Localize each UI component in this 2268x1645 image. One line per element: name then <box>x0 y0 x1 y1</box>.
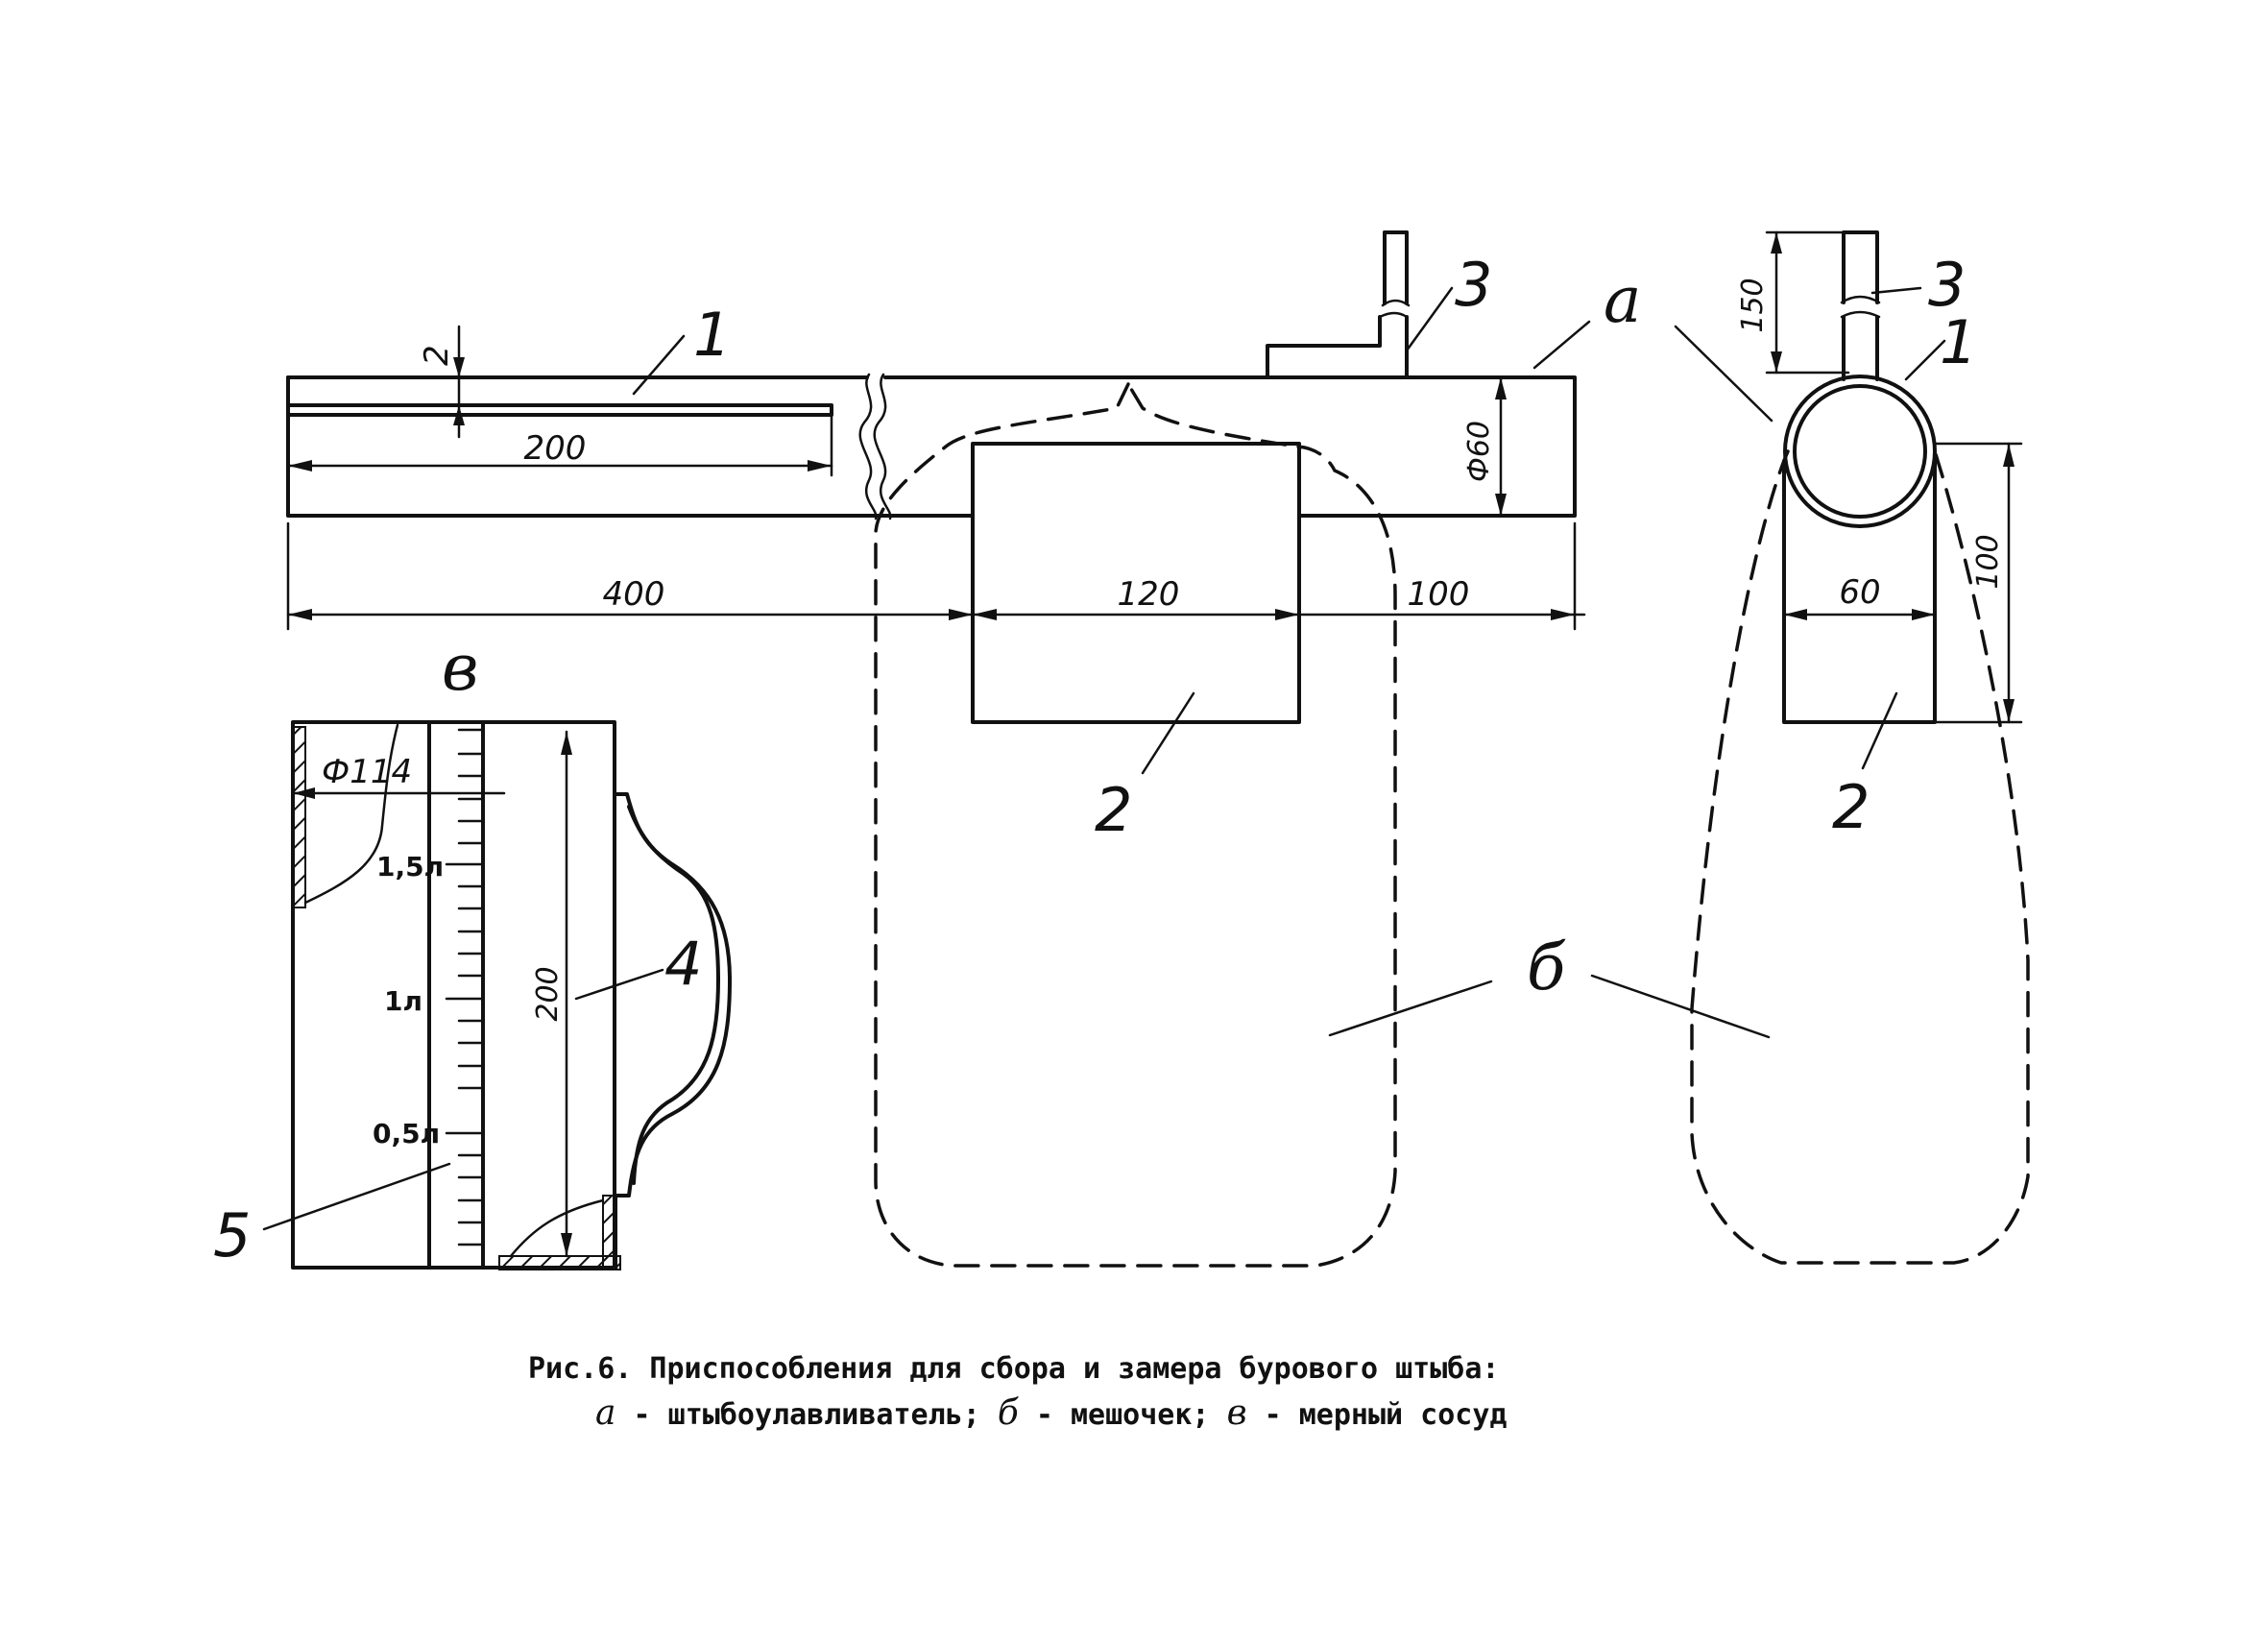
callout-2-front: 2 <box>1095 775 1132 845</box>
leader-lines-a <box>632 286 1591 775</box>
leader-lines-side <box>1674 286 1946 770</box>
legend-text-v: - мерный сосуд <box>1246 1398 1508 1432</box>
callout-4: 4 <box>664 929 702 999</box>
scale-label-0-5l: 0,5л <box>373 1118 440 1149</box>
view-label-a: а <box>1604 263 1641 337</box>
dimension-lines-a <box>286 325 1586 631</box>
callout-3-front: 3 <box>1455 250 1492 320</box>
caption-title: Рис.6. Приспособления для сбора и замера… <box>528 1352 1500 1386</box>
callout-1-front: 1 <box>693 300 731 370</box>
legend-letter-v: в <box>1226 1393 1247 1433</box>
legend-text-a: - штыбоулавливатель; <box>615 1398 980 1432</box>
legend-letter-a: а <box>595 1393 616 1433</box>
view-label-b: б <box>1527 931 1566 1004</box>
callout-2-side: 2 <box>1832 772 1870 842</box>
scale-label-1l: 1л <box>384 985 422 1017</box>
side-height-dim: 100 <box>1971 534 2005 589</box>
caption-legend: а - штыбоулавливатель; б - мешочек; в - … <box>528 1391 1776 1438</box>
slot-length-dim: 200 <box>524 429 587 468</box>
scale-label-1-5l: 1,5л <box>376 851 444 883</box>
callout-3-side: 3 <box>1928 250 1966 320</box>
catcher-side-view <box>1765 230 2023 724</box>
vessel-diameter-dim: Ф114 <box>322 753 412 791</box>
legend-letter-b: б <box>997 1393 1019 1433</box>
bag-leader-right <box>1590 974 1771 1039</box>
bag-leader-left <box>1328 980 1493 1037</box>
slot-depth-dim: 2 <box>418 345 456 366</box>
legend-text-b: - мешочек; <box>1018 1398 1210 1432</box>
callout-1-side: 1 <box>1940 307 1977 377</box>
vessel-height-dim: 200 <box>531 966 565 1021</box>
bag-outline-side <box>1690 449 2030 1265</box>
side-width-dim: 60 <box>1839 573 1880 612</box>
catcher-front-view <box>286 230 1577 724</box>
total-length-dim: 400 <box>603 575 665 614</box>
bag-outline-front <box>874 382 1397 1268</box>
tube-diameter-dim: Ф60 <box>1462 421 1496 482</box>
figure-caption: Рис.6. Приспособления для сбора и замера… <box>528 1347 1776 1438</box>
bag-width-dim: 120 <box>1118 575 1180 614</box>
view-label-v: в <box>442 631 478 705</box>
scale-ticks <box>445 728 485 1246</box>
handle-height-dim: 150 <box>1736 278 1770 332</box>
measuring-vessel <box>262 720 732 1270</box>
callout-5: 5 <box>213 1200 251 1270</box>
end-length-dim: 100 <box>1408 575 1470 614</box>
